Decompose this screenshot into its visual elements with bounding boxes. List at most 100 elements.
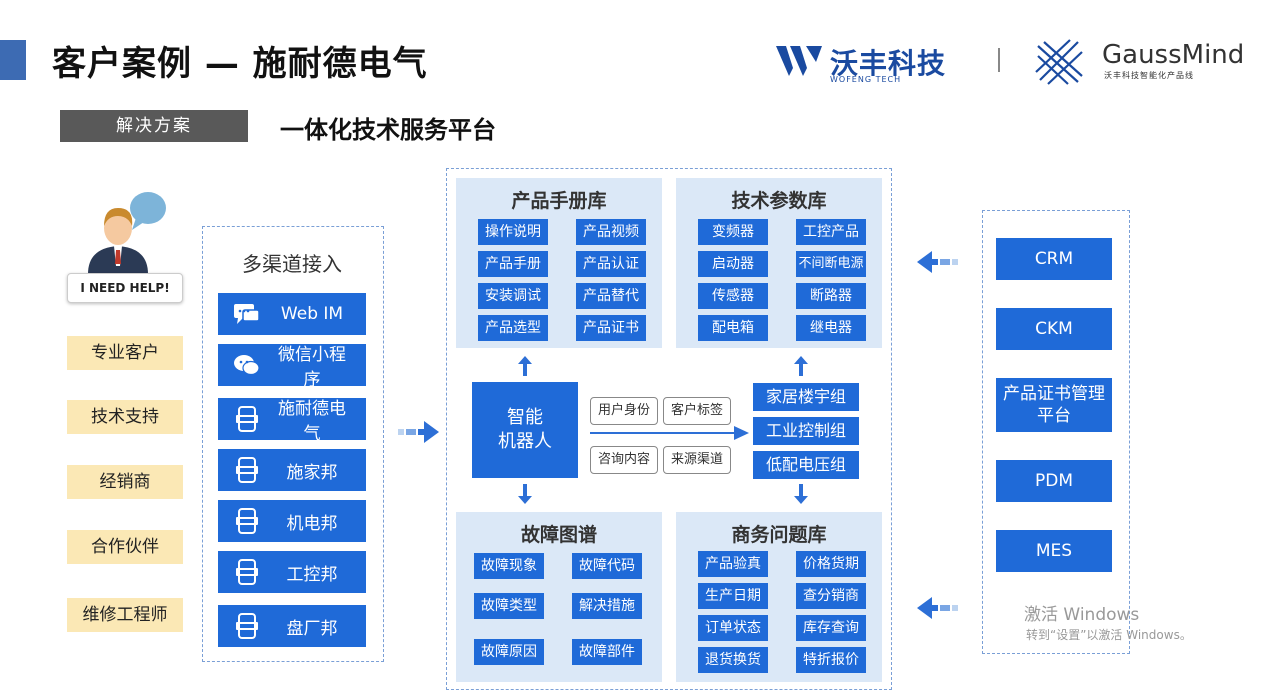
knowledge-tag: 故障部件: [572, 639, 642, 665]
routing-group: 低配电压组: [753, 451, 859, 479]
logo-cn: 沃丰科技: [830, 47, 947, 80]
knowledge-tag: 产品认证: [576, 251, 646, 277]
system-crm: CRM: [996, 238, 1112, 280]
channel-item-shijiabang: 施家邦: [218, 449, 366, 491]
official-account-icon: [232, 406, 262, 432]
channel-title: 多渠道接入: [242, 252, 342, 276]
logo-divider: [998, 48, 1000, 72]
knowledge-tag: 产品验真: [698, 551, 768, 577]
robot-attribute: 来源渠道: [663, 446, 731, 474]
knowledge-tag: 产品替代: [576, 283, 646, 309]
knowledge-tag: 故障代码: [572, 553, 642, 579]
channel-label: Web IM: [280, 304, 344, 324]
wofeng-logo-icon: [776, 46, 822, 76]
robot-attribute: 咨询内容: [590, 446, 658, 474]
knowledge-tag: 故障原因: [474, 639, 544, 665]
knowledge-tag: 配电箱: [698, 315, 768, 341]
params-title: 技术参数库: [731, 190, 827, 212]
knowledge-tag: 订单状态: [698, 615, 768, 641]
official-account-icon: [232, 559, 262, 585]
chat-icon: [232, 301, 262, 327]
systems-frame: [982, 210, 1130, 654]
knowledge-tag: 库存查询: [796, 615, 866, 641]
channel-label: 机电邦: [286, 513, 338, 534]
wechat-icon: [232, 352, 262, 378]
arrow-left-icon: [917, 251, 958, 273]
channel-label: 工控邦: [286, 564, 338, 585]
channel-item-webim: Web IM: [218, 293, 366, 335]
robot-label-1: 智能: [507, 407, 543, 428]
knowledge-tag: 断路器: [796, 283, 866, 309]
solution-title: 一体化技术服务平台: [280, 116, 496, 144]
knowledge-tag: 继电器: [796, 315, 866, 341]
windows-watermark-sub: 转到“设置”以激活 Windows。: [1026, 628, 1192, 642]
arrow-up-icon: [518, 356, 532, 376]
smart-robot: 智能 机器人: [472, 382, 578, 478]
customer-avatar-icon: [88, 192, 166, 274]
customer-type: 技术支持: [67, 400, 183, 434]
arrow-left-icon: [917, 597, 958, 619]
arrow-down-icon: [518, 484, 532, 504]
channel-item-jidianbang: 机电邦: [218, 500, 366, 542]
knowledge-tag: 产品证书: [576, 315, 646, 341]
knowledge-tag: 操作说明: [478, 219, 548, 245]
official-account-icon: [232, 457, 262, 483]
channel-item-schneider: 施耐德电气: [218, 398, 366, 444]
system-pdm: PDM: [996, 460, 1112, 502]
knowledge-tag: 变频器: [698, 219, 768, 245]
business-title: 商务问题库: [731, 524, 827, 546]
knowledge-tag: 故障类型: [474, 593, 544, 619]
help-label: I NEED HELP!: [67, 273, 183, 303]
knowledge-frame: [446, 168, 892, 690]
gaussmind-name: GaussMind: [1102, 40, 1245, 70]
knowledge-tag: 安装调试: [478, 283, 548, 309]
channel-label: 施家邦: [286, 462, 338, 483]
channel-label: 盘厂邦: [286, 618, 338, 639]
customer-type: 维修工程师: [67, 598, 183, 632]
knowledge-tag: 退货换货: [698, 647, 768, 673]
channel-item-panchangbang: 盘厂邦: [218, 605, 366, 647]
knowledge-tag: 产品选型: [478, 315, 548, 341]
knowledge-tag: 工控产品: [796, 219, 866, 245]
routing-arrow-icon: [590, 426, 749, 440]
routing-group: 工业控制组: [753, 417, 859, 445]
channel-group-frame: [202, 226, 384, 662]
channel-item-gongkongbang: 工控邦: [218, 551, 366, 593]
customer-type: 合作伙伴: [67, 530, 183, 564]
channel-label: 施耐德电气: [278, 399, 346, 444]
knowledge-tag: 不间断电源: [796, 251, 866, 277]
fault-title: 故障图谱: [520, 524, 597, 546]
manual-title: 产品手册库: [511, 190, 607, 212]
system-ckm: CKM: [996, 308, 1112, 350]
windows-watermark: 激活 Windows: [1024, 605, 1140, 625]
gaussmind-logo-icon: [1035, 39, 1083, 85]
knowledge-tag: 传感器: [698, 283, 768, 309]
system-certificate: 产品证书管理平台: [996, 378, 1112, 432]
arrow-up-icon: [794, 356, 808, 376]
robot-label-2: 机器人: [498, 431, 552, 452]
solution-tag: 解决方案: [60, 110, 248, 142]
knowledge-tag: 故障现象: [474, 553, 544, 579]
channel-item-miniprogram: 微信小程序: [218, 344, 366, 390]
knowledge-tag: 产品视频: [576, 219, 646, 245]
customer-type: 经销商: [67, 465, 183, 499]
knowledge-tag: 启动器: [698, 251, 768, 277]
page-title: 客户案例 — 施耐德电气: [52, 44, 428, 84]
robot-attribute: 用户身份: [590, 397, 658, 425]
arrow-down-icon: [794, 484, 808, 504]
logo-en: WOFENG TECH: [830, 75, 902, 84]
knowledge-tag: 特折报价: [796, 647, 866, 673]
gaussmind-sub: 沃丰科技智能化产品线: [1104, 71, 1194, 80]
title-accent-bar: [0, 40, 26, 80]
official-account-icon: [232, 508, 262, 534]
official-account-icon: [232, 613, 262, 639]
customer-type: 专业客户: [67, 336, 183, 370]
routing-group: 家居楼宇组: [753, 383, 859, 411]
knowledge-tag: 价格货期: [796, 551, 866, 577]
knowledge-tag: 生产日期: [698, 583, 768, 609]
channel-label: 微信小程序: [278, 345, 346, 390]
arrow-right-icon: [398, 421, 439, 443]
knowledge-tag: 产品手册: [478, 251, 548, 277]
knowledge-tag: 查分销商: [796, 583, 866, 609]
robot-attribute: 客户标签: [663, 397, 731, 425]
